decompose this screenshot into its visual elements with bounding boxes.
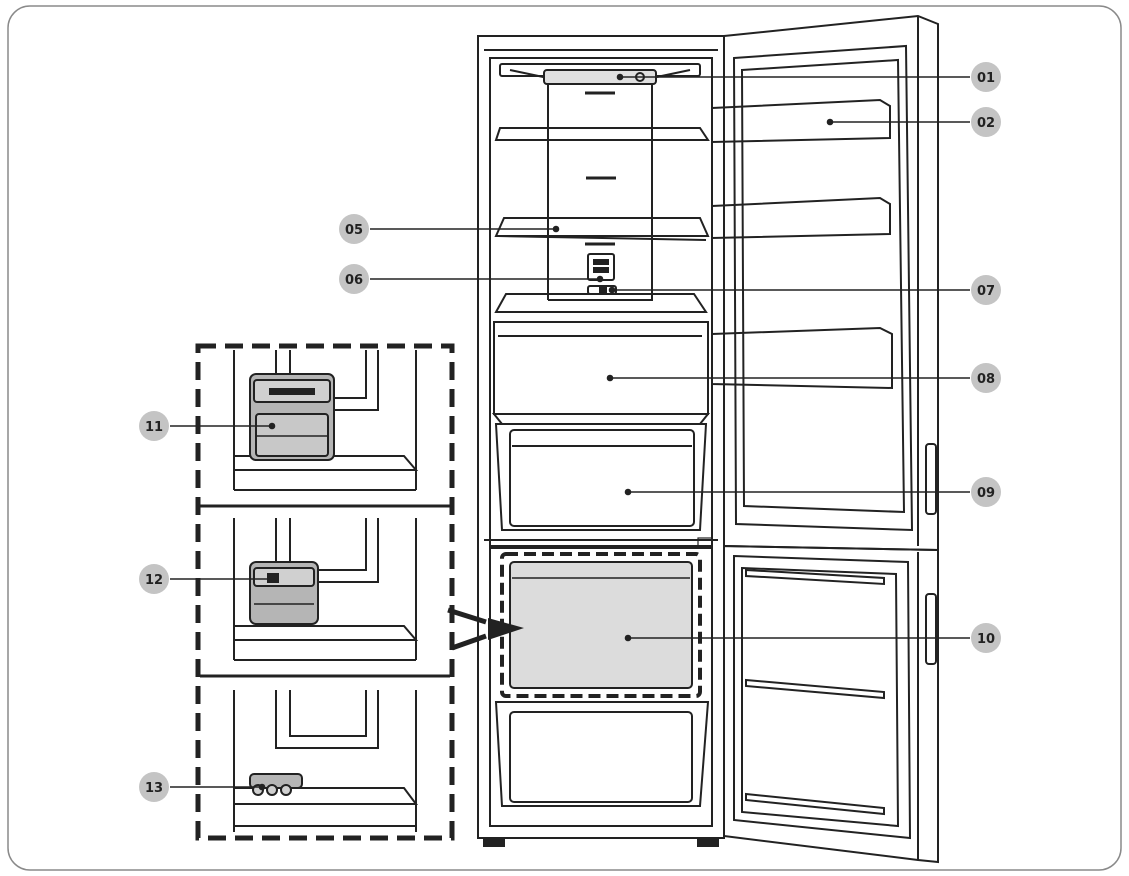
callout-label: 02 <box>977 116 995 131</box>
callout-label: 09 <box>977 486 995 501</box>
callout-10: 10 <box>971 623 1001 653</box>
accessory-11-box <box>250 374 334 460</box>
callout-06: 06 <box>339 264 369 294</box>
interior-light <box>500 64 700 93</box>
callout-05: 05 <box>339 214 369 244</box>
callout-label: 10 <box>977 632 995 647</box>
lower-freezer-drawer <box>496 702 708 806</box>
callout-13: 13 <box>139 772 169 802</box>
inset-bottom-interior <box>234 690 416 832</box>
glass-shelves <box>496 128 708 312</box>
fridge-cabinet <box>478 36 724 846</box>
callout-label: 12 <box>145 573 163 588</box>
accessory-12-box <box>250 562 318 624</box>
door-bins <box>712 100 892 388</box>
callout-11: 11 <box>139 411 169 441</box>
callout-01: 01 <box>971 62 1001 92</box>
fridge-door <box>724 16 938 550</box>
callout-label: 13 <box>145 781 163 796</box>
callout-label: 07 <box>977 284 995 299</box>
freezer-door <box>724 546 938 862</box>
callout-label: 06 <box>345 273 363 288</box>
callout-08: 08 <box>971 363 1001 393</box>
fresh-drawer <box>494 322 708 424</box>
vegetable-drawer <box>496 424 706 530</box>
callout-label: 11 <box>145 420 163 435</box>
callout-07: 07 <box>971 275 1001 305</box>
callout-02: 02 <box>971 107 1001 137</box>
accessory-13-ice-tray <box>250 774 302 795</box>
callout-09: 09 <box>971 477 1001 507</box>
callout-label: 08 <box>977 372 995 387</box>
diagram-frame <box>8 6 1121 870</box>
freezer-drawer-highlight <box>502 554 700 696</box>
callout-label: 01 <box>977 71 995 86</box>
callout-12: 12 <box>139 564 169 594</box>
inset-panels <box>198 346 524 838</box>
callout-label: 05 <box>345 223 363 238</box>
